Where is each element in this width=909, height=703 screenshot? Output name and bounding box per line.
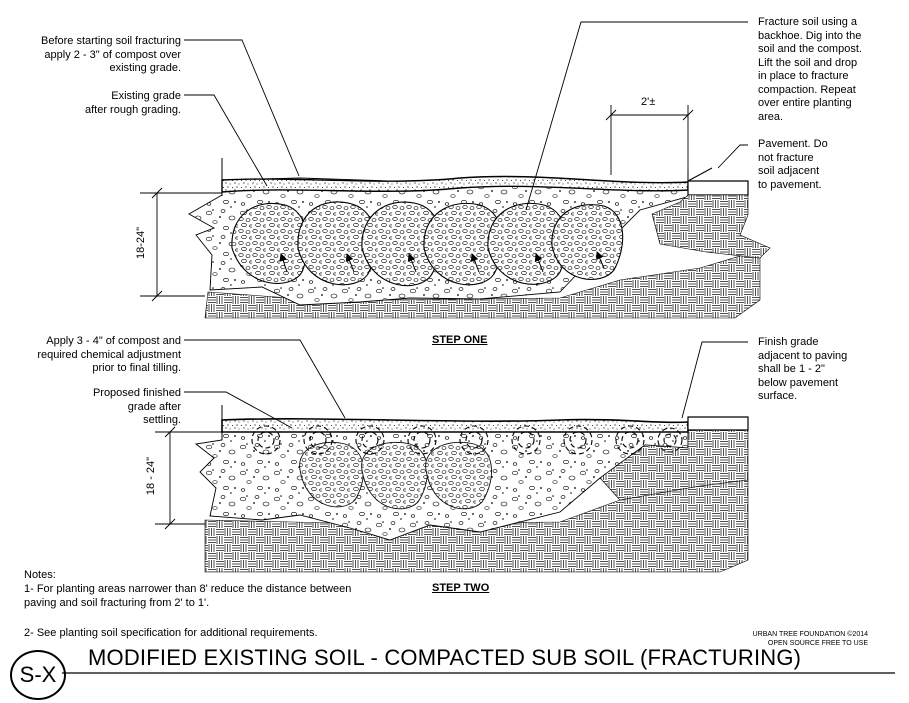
note-2: 2- See planting soil specification for a… bbox=[24, 627, 318, 639]
depth-dimension-step-one bbox=[140, 187, 222, 302]
width-dimension bbox=[605, 105, 694, 175]
step-one-leaders bbox=[184, 21, 748, 211]
dimension-depth-label-step-one: 18-24" bbox=[135, 226, 148, 260]
step-two-label: STEP TWO bbox=[432, 582, 490, 594]
step-one-label: STEP ONE bbox=[432, 334, 488, 346]
compost-layer-step-two bbox=[221, 418, 689, 433]
settled-soil-chunks bbox=[299, 441, 492, 510]
credit-block: URBAN TREE FOUNDATION ©2014 OPEN SOURCE … bbox=[700, 630, 868, 648]
callout-fracture-soil: Fracture soil using a backhoe. Dig into … bbox=[758, 16, 862, 123]
tilling-swirls bbox=[251, 425, 683, 455]
dimension-width-label: 2'± bbox=[641, 96, 656, 108]
dimension-depth-label-step-two: 18 - 24" bbox=[145, 456, 158, 496]
callout-existing-grade: Existing grade after rough grading. bbox=[84, 90, 181, 116]
callout-pavement: Pavement. Do not fracture soil adjacent … bbox=[758, 138, 828, 191]
callout-finished-grade: Proposed finished grade after settling. bbox=[92, 387, 181, 426]
pavement-step-two bbox=[687, 416, 749, 431]
step-two-section bbox=[155, 339, 749, 573]
credit-line-2: OPEN SOURCE FREE TO USE bbox=[767, 640, 868, 647]
step-two-leaders bbox=[184, 339, 748, 429]
pavement-step-one bbox=[687, 180, 749, 196]
step-one-section bbox=[140, 21, 771, 319]
callout-compost-before: Before starting soil fracturing apply 2 … bbox=[40, 35, 181, 74]
callout-finish-grade-paving: Finish grade adjacent to paving shall be… bbox=[758, 336, 848, 402]
detail-title: MODIFIED EXISTING SOIL - COMPACTED SUB S… bbox=[88, 645, 802, 670]
credit-line-1: URBAN TREE FOUNDATION ©2014 bbox=[752, 631, 868, 638]
fractured-soil-chunks bbox=[231, 201, 624, 287]
callout-compost-final: Apply 3 - 4" of compost and required che… bbox=[37, 335, 181, 374]
fracture-lift-arrows bbox=[279, 251, 605, 273]
note-1: 1- For planting areas narrower than 8' r… bbox=[24, 583, 352, 609]
pavement-base-step-one bbox=[651, 194, 771, 259]
pavement-base-step-two bbox=[599, 429, 749, 501]
depth-dimension-step-two bbox=[155, 426, 222, 530]
notes-heading: Notes: bbox=[24, 569, 56, 581]
detail-badge: S-X bbox=[10, 650, 66, 700]
